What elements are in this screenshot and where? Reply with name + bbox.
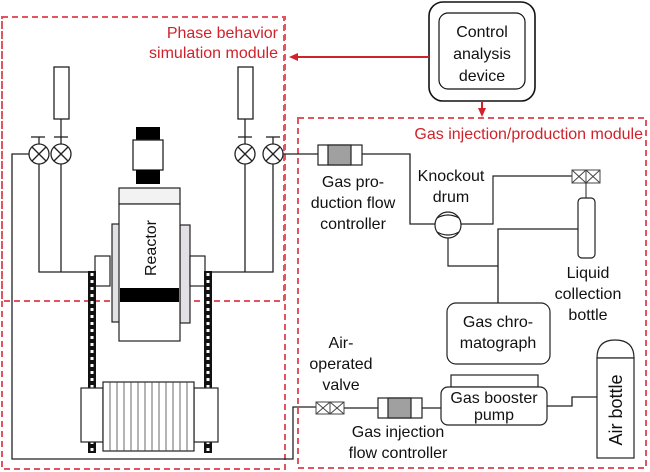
gas-production-flow-controller [317, 144, 363, 166]
pipe [497, 228, 578, 303]
outlet-valve [571, 169, 601, 198]
gas-inj-fc-label-2: flow controller [349, 445, 448, 462]
right-valve-assembly [200, 66, 318, 273]
air-operated-valve [315, 401, 345, 415]
control-analysis-device: Control analysis device [428, 1, 536, 102]
control-label-1: Control [456, 24, 508, 41]
knockout-label-1: Knockout [418, 168, 485, 185]
air-valve-label-2: operated [309, 356, 372, 373]
gc-label-1: Gas chro- [463, 314, 533, 331]
air-bottle-label: Air bottle [606, 374, 626, 445]
gas-chromatograph [446, 302, 551, 365]
gas-prod-fc-label-1: Gas pro- [322, 174, 384, 191]
gas-prod-fc-label-3: controller [320, 216, 386, 233]
arrow-left-icon [289, 53, 298, 61]
air-valve-label-1: Air- [329, 335, 354, 352]
gas-module-title: Gas injection/production module [414, 126, 643, 143]
booster-label-2: pump [474, 407, 514, 424]
liquid-label-1: Liquid [567, 265, 610, 282]
control-label-2: analysis [453, 46, 511, 63]
liquid-label-3: bottle [568, 307, 607, 324]
air-bottle: Air bottle [596, 339, 635, 459]
booster-label-1: Gas booster [450, 390, 538, 407]
reactor: Reactor [94, 187, 206, 342]
liquid-label-2: collection [555, 286, 622, 303]
gas-prod-fc-label-2: duction flow [311, 195, 396, 212]
pipe [362, 153, 435, 225]
booster-pump-top [450, 374, 539, 388]
gas-module-box [297, 117, 647, 469]
left-valve-assembly [11, 66, 318, 460]
phase-module-title-2: simulation module [149, 45, 278, 62]
gas-inj-fc-label-1: Gas injection [352, 424, 445, 441]
reactor-label: Reactor [143, 219, 160, 276]
gas-injection-flow-controller [377, 397, 423, 419]
gc-label-2: matograph [460, 335, 537, 352]
motor [132, 127, 164, 184]
arrow-down-icon [478, 108, 486, 117]
liquid-collection-bottle [577, 197, 596, 259]
phase-module-title-1: Phase behavior [167, 25, 279, 42]
air-valve-label-3: valve [322, 377, 359, 394]
knockout-drum [434, 175, 572, 267]
control-label-3: device [459, 68, 505, 85]
bottom-drum [80, 381, 219, 452]
phase-module-box [1, 16, 286, 470]
knockout-label-2: drum [433, 189, 469, 206]
pipe [547, 396, 597, 407]
